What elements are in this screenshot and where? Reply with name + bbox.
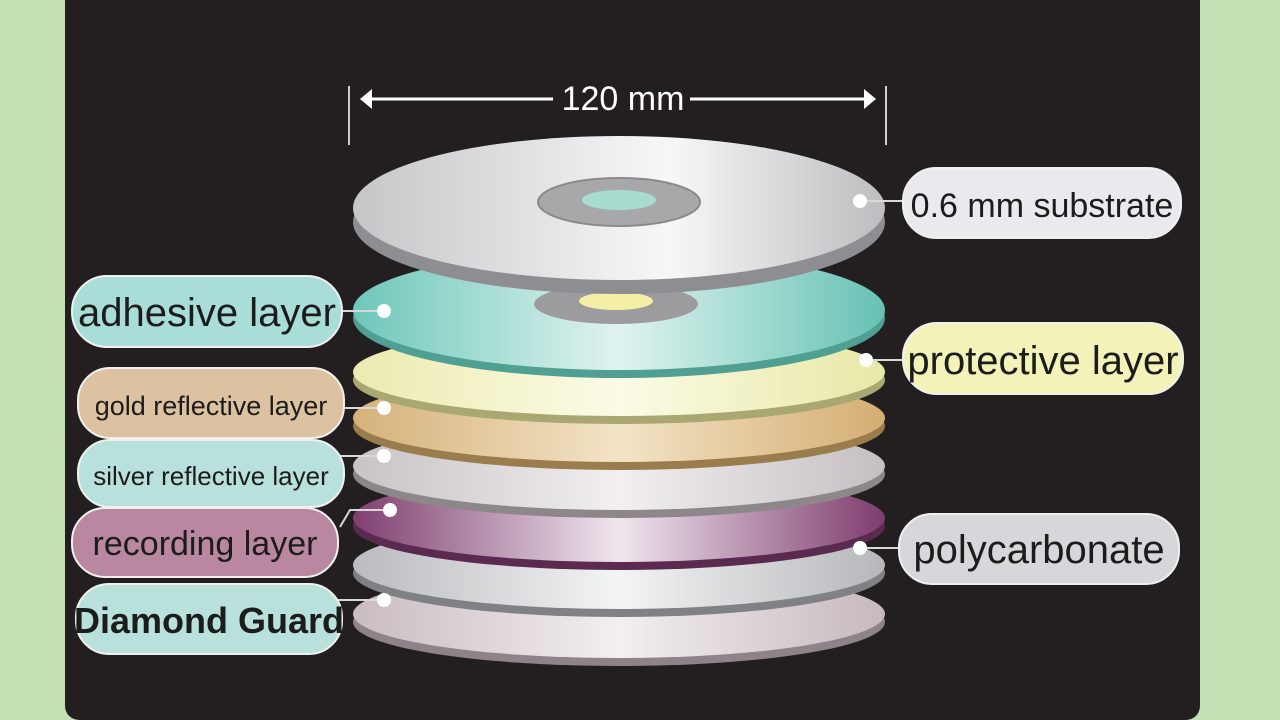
label-substrate-text: 0.6 mm substrate <box>911 187 1174 225</box>
label-recording-layer: recording layer <box>71 507 339 578</box>
label-polycarbonate-text: polycarbonate <box>913 528 1164 572</box>
label-protective-layer: protective layer <box>902 322 1184 395</box>
arrow-right-icon <box>864 89 876 109</box>
label-adhesive-layer: adhesive layer <box>71 275 343 348</box>
label-gold-text: gold reflective layer <box>95 391 328 421</box>
label-diamond-guard: Diamond Guard <box>74 583 344 655</box>
label-gold-reflective-layer: gold reflective layer <box>77 367 345 439</box>
label-adhesive-text: adhesive layer <box>78 291 336 335</box>
dimension-indicator: 120 mm <box>348 80 887 145</box>
callout-dots <box>377 194 873 607</box>
label-silver-text: silver reflective layer <box>93 461 329 491</box>
label-substrate: 0.6 mm substrate <box>902 167 1182 239</box>
label-recording-text: recording layer <box>93 525 318 563</box>
label-silver-reflective-layer: silver reflective layer <box>77 439 345 508</box>
arrow-left-icon <box>360 89 372 109</box>
label-polycarbonate: polycarbonate <box>898 513 1180 585</box>
layer-substrate <box>353 136 885 294</box>
label-protective-text: protective layer <box>907 339 1178 383</box>
label-diamond-text: Diamond Guard <box>74 600 344 641</box>
dimension-label: 120 mm <box>562 80 685 118</box>
